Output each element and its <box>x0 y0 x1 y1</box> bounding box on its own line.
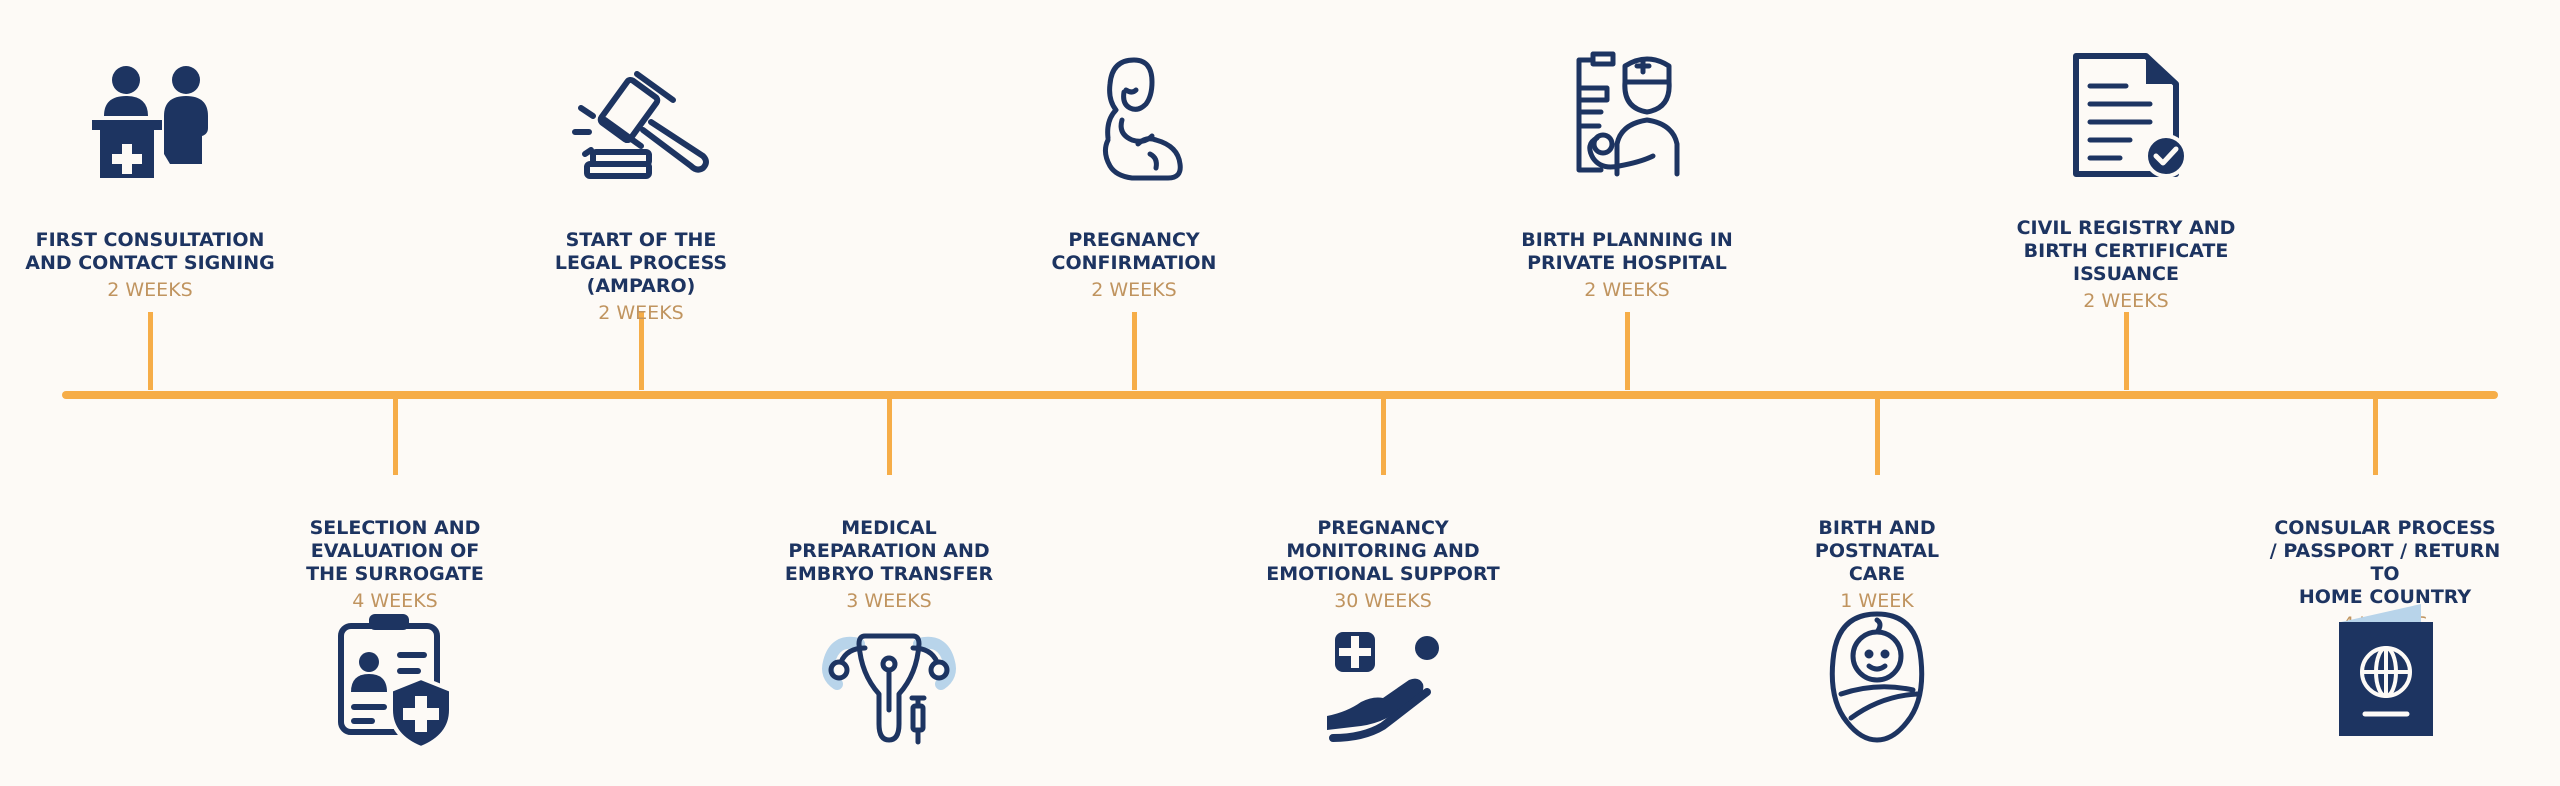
medical-care-icon <box>1313 608 1453 748</box>
step-5-label: PREGNANCY CONFIRMATION 2 WEEKS <box>1004 206 1264 325</box>
step-duration: 3 WEEKS <box>846 590 932 612</box>
step-2-label: SELECTION AND EVALUATION OF THE SURROGAT… <box>265 494 525 636</box>
step-title: MEDICAL PREPARATION AND EMBRYO TRANSFER <box>784 517 994 585</box>
step-3-label: START OF THE LEGAL PROCESS (AMPARO) 2 WE… <box>511 206 771 348</box>
step-title: START OF THE LEGAL PROCESS (AMPARO) <box>554 229 728 297</box>
step-duration: 30 WEEKS <box>1334 590 1432 612</box>
step-title: BIRTH AND POSTNATAL CARE <box>1814 517 1940 585</box>
uterus-syringe-icon <box>819 608 959 748</box>
id-card-shield-icon <box>325 608 465 748</box>
pregnant-woman-icon <box>1064 50 1204 190</box>
step-duration: 2 WEEKS <box>1584 279 1670 301</box>
step-9-label: CIVIL REGISTRY AND BIRTH CERTIFICATE ISS… <box>1996 194 2256 336</box>
swaddled-baby-icon <box>1807 608 1947 748</box>
step-10-label: CONSULAR PROCESS / PASSPORT / RETURN TO … <box>2255 494 2515 659</box>
step-title: SELECTION AND EVALUATION OF THE SURROGAT… <box>306 517 484 585</box>
timeline-axis <box>62 391 2498 399</box>
step-6-label: PREGNANCY MONITORING AND EMOTIONAL SUPPO… <box>1253 494 1513 636</box>
step-title: CONSULAR PROCESS / PASSPORT / RETURN TO … <box>2269 517 2501 608</box>
step-title: PREGNANCY CONFIRMATION <box>1051 229 1217 274</box>
passport-icon <box>2315 600 2455 740</box>
step-title: BIRTH PLANNING IN PRIVATE HOSPITAL <box>1521 229 1733 274</box>
step-7-label: BIRTH PLANNING IN PRIVATE HOSPITAL 2 WEE… <box>1497 206 1757 325</box>
nurse-baby-icon <box>1557 42 1697 182</box>
step-title: CIVIL REGISTRY AND BIRTH CERTIFICATE ISS… <box>2016 217 2236 285</box>
step-8-label: BIRTH AND POSTNATAL CARE 1 WEEK <box>1747 494 2007 636</box>
consultation-icon <box>80 50 220 190</box>
step-duration: 4 WEEKS <box>352 590 438 612</box>
step-duration: 1 WEEK <box>1840 590 1914 612</box>
step-duration: 2 WEEKS <box>107 279 193 301</box>
gavel-icon <box>571 50 711 190</box>
step-duration: 2 WEEKS <box>1091 279 1177 301</box>
certificate-check-icon <box>2056 50 2196 190</box>
step-duration: 2 WEEKS <box>598 302 684 324</box>
step-duration: 2 WEEKS <box>2083 290 2169 312</box>
step-title: PREGNANCY MONITORING AND EMOTIONAL SUPPO… <box>1266 517 1500 585</box>
step-4-label: MEDICAL PREPARATION AND EMBRYO TRANSFER … <box>759 494 1019 636</box>
step-1-label: FIRST CONSULTATION AND CONTACT SIGNING 2… <box>20 206 280 325</box>
step-title: FIRST CONSULTATION AND CONTACT SIGNING <box>25 229 275 274</box>
